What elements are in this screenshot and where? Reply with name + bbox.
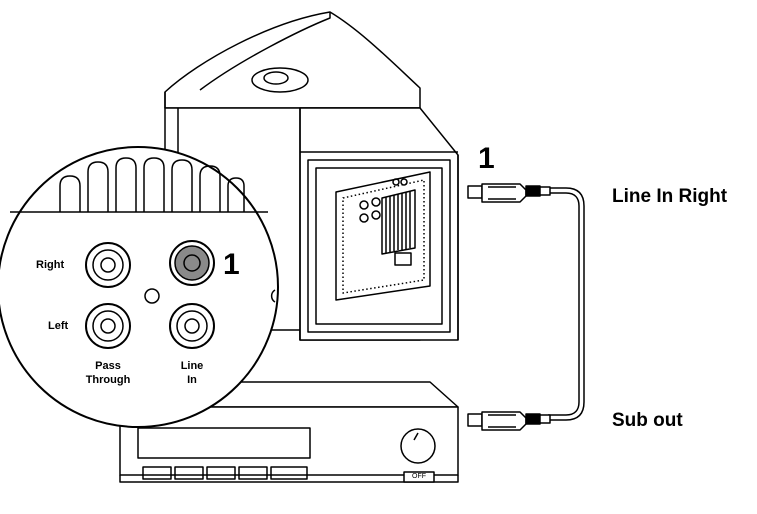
rca-cable xyxy=(467,183,585,431)
line-in-right-label: Line In Right xyxy=(612,186,728,207)
jack-left-pass xyxy=(85,303,131,349)
jack-left-line-in xyxy=(169,303,215,349)
line-in-label-1: Line xyxy=(180,360,204,372)
off-button-label: OFF xyxy=(412,473,426,480)
jack-right-label: Right xyxy=(36,259,65,271)
jack-right-line-in xyxy=(169,240,215,286)
callout-number-cable: 1 xyxy=(478,142,495,175)
callout-number-jack: 1 xyxy=(223,248,240,281)
pass-through-label-2: Through xyxy=(85,374,131,386)
pass-through-label-1: Pass xyxy=(95,360,121,372)
jack-right-pass xyxy=(85,242,131,288)
jack-left-label: Left xyxy=(48,320,69,332)
sub-out-label: Sub out xyxy=(612,410,683,431)
zoom-detail xyxy=(0,146,279,428)
line-in-label-2: In xyxy=(187,374,197,386)
